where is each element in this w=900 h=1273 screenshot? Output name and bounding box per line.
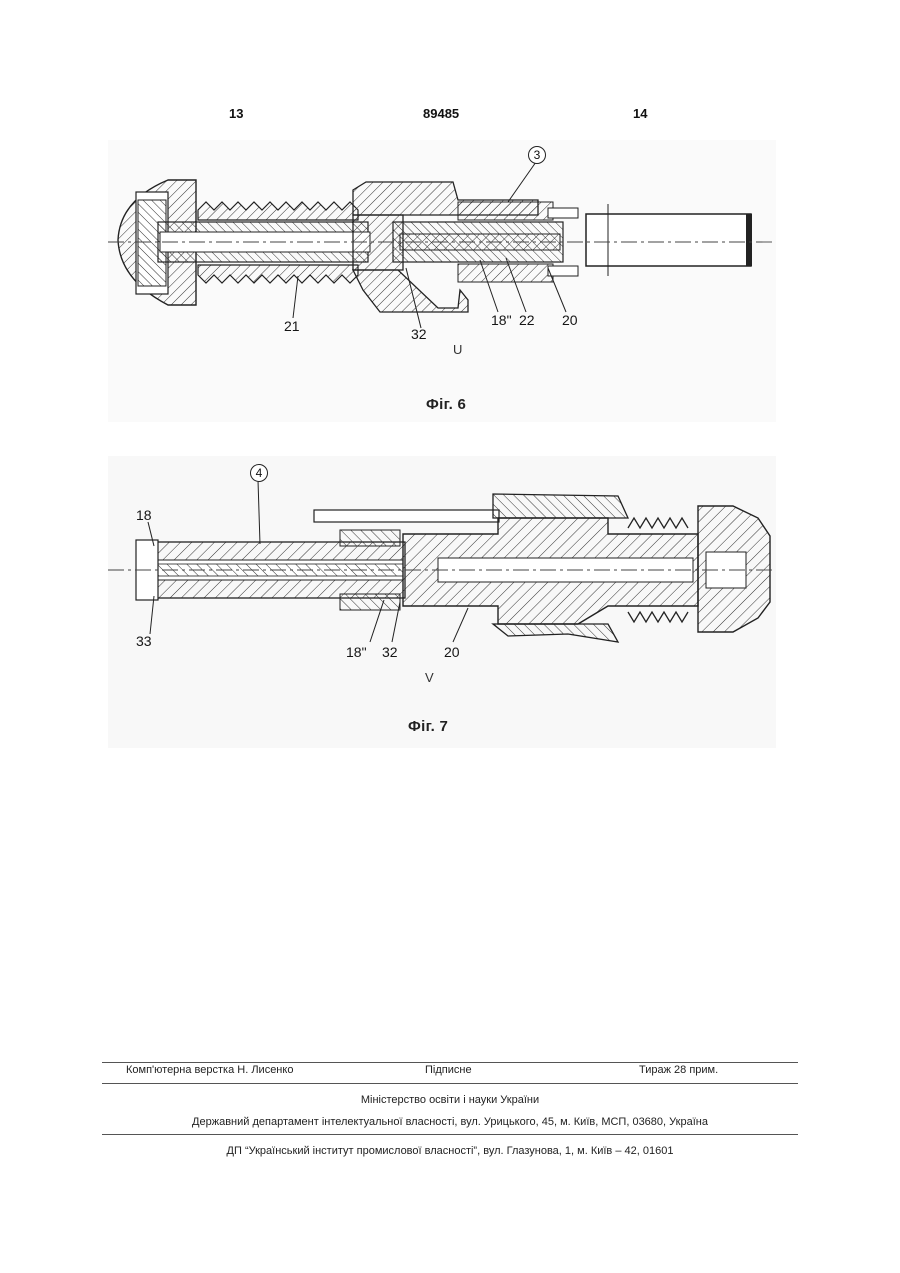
callout-18: 18 — [136, 507, 152, 523]
figure-6-drawing: 3 21 32 18" 22 20 U Фіг. 6 — [108, 140, 776, 422]
department-line: Державний департамент інтелектуальної вл… — [102, 1116, 798, 1128]
callout-33: 33 — [136, 633, 152, 649]
circulation-note: Тираж 28 прим. — [639, 1064, 718, 1076]
section-mark-v: V — [425, 670, 434, 685]
callout-32: 32 — [382, 644, 398, 660]
patent-number: 89485 — [423, 106, 459, 121]
callout-21: 21 — [284, 318, 300, 334]
institute-line: ДП “Український інститут промислової вла… — [102, 1145, 798, 1157]
page-number-right: 14 — [633, 106, 647, 121]
callout-18-double-prime: 18" — [346, 644, 367, 660]
ministry-line: Міністерство освіти і науки України — [102, 1094, 798, 1106]
figure-6-svg — [108, 140, 776, 422]
figure-7-caption: Фіг. 7 — [408, 718, 448, 735]
assembly-reference-3: 3 — [528, 146, 546, 164]
section-mark-u: U — [453, 342, 462, 357]
callout-32: 32 — [411, 326, 427, 342]
callout-20: 20 — [562, 312, 578, 328]
figure-7-drawing: 4 18 33 18" 32 20 V Фіг. 7 — [108, 456, 776, 748]
page-number-left: 13 — [229, 106, 243, 121]
figure-6-caption: Фіг. 6 — [426, 396, 466, 413]
subscription-note: Підписне — [425, 1064, 472, 1076]
imprint-rule-middle — [102, 1083, 798, 1084]
assembly-reference-4: 4 — [250, 464, 268, 482]
imprint-rule-bottom — [102, 1134, 798, 1135]
figure-7-svg — [108, 456, 776, 748]
callout-22: 22 — [519, 312, 535, 328]
imprint-rule-top — [102, 1062, 798, 1063]
typesetting-credit: Комп'ютерна верстка Н. Лисенко — [126, 1064, 293, 1076]
callout-18-double-prime: 18" — [491, 312, 512, 328]
callout-20: 20 — [444, 644, 460, 660]
